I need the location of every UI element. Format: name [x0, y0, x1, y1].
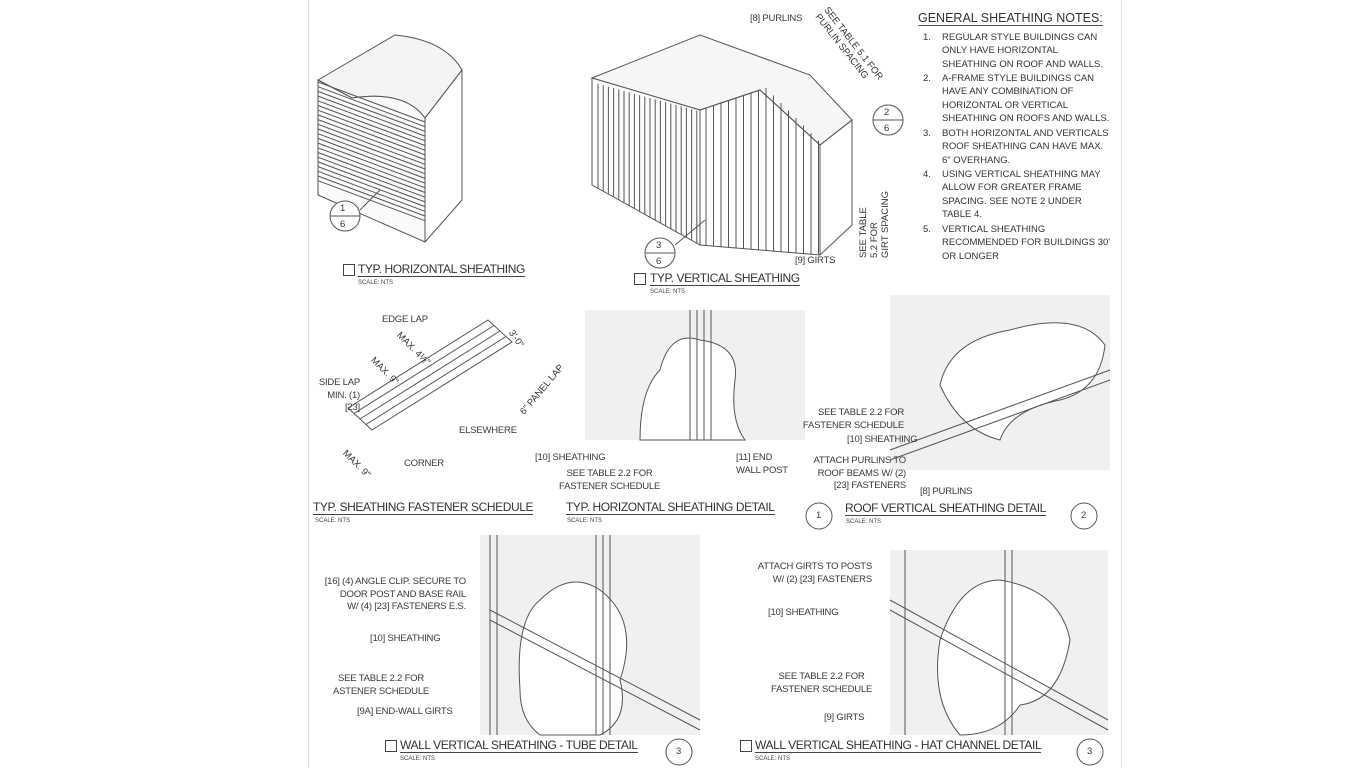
bubble-detail-number: 3: [656, 240, 662, 251]
scale-label: SCALE: NTS: [755, 756, 791, 762]
wall-panel-line: [317, 166, 426, 208]
elsewhere-label: ELSEWHERE: [459, 425, 517, 436]
view-title: TYP. HORIZONTAL SHEATHING: [358, 262, 525, 277]
wall-panel-line: [317, 95, 426, 137]
sheathing-label: [10] SHEATHING: [847, 434, 918, 445]
wall-panel-line: [317, 156, 426, 198]
wall-panel-line: [317, 170, 426, 212]
wall-panel-line: [317, 109, 426, 151]
bubble-sheet-number: 6: [340, 219, 346, 230]
end-wall-girts-label: [9A] END-WALL GIRTS: [357, 706, 453, 717]
view-title: WALL VERTICAL SHEATHING - HAT CHANNEL DE…: [755, 738, 1042, 753]
see-table-label: SEE TABLE 2.2 FOR ASTENER SCHEDULE: [333, 673, 430, 697]
edge-lap-label: EDGE LAP: [382, 314, 428, 325]
wall-panel-line: [317, 180, 426, 222]
view-checkbox: [634, 273, 646, 285]
wall-panel-line: [317, 100, 426, 142]
sheathing-label: [10] SHEATHING: [535, 452, 606, 463]
note-number: 2.: [923, 73, 931, 84]
ref-bubble-top: 2: [884, 107, 890, 118]
wall-panel-line: [317, 152, 426, 193]
attach-girts-label: ATTACH GIRTS TO POSTS W/ (2) [23] FASTEN…: [757, 561, 872, 585]
view-checkbox: [740, 740, 752, 752]
wall-panel-line: [317, 175, 426, 217]
view-checkbox: [343, 264, 355, 276]
scale-label: SCALE: NTS: [315, 518, 351, 524]
note-item: VERTICAL SHEATHING RECOMMENDED FOR BUILD…: [942, 224, 1111, 262]
girts-label: [9] GIRTS: [824, 712, 865, 723]
bubble-sheet-number: 6: [656, 256, 662, 267]
detail-bubble: 3: [676, 746, 682, 757]
detail-bubble: 1: [816, 510, 822, 521]
scale-label: SCALE: NTS: [846, 519, 882, 525]
wall-panel-line: [317, 142, 426, 184]
angle-clip-label: [16] (4) ANGLE CLIP. SECURE TO DOOR POST…: [324, 576, 467, 612]
note-number: 3.: [923, 128, 931, 139]
note-item: REGULAR STYLE BUILDINGS CAN ONLY HAVE HO…: [942, 32, 1103, 70]
corner-label: CORNER: [404, 458, 444, 469]
see-table-label: SEE TABLE 2.2 FOR FASTENER SCHEDULE: [559, 468, 661, 492]
wall-panel-line: [317, 147, 426, 189]
panel-edge-line: [359, 330, 501, 420]
view-title: TYP. SHEATHING FASTENER SCHEDULE: [313, 500, 534, 515]
scale-label: SCALE: NTS: [650, 289, 686, 295]
purlins-label: [8] PURLINS: [750, 13, 803, 24]
notes-title: GENERAL SHEATHING NOTES:: [918, 11, 1103, 26]
scale-label: SCALE: NTS: [400, 756, 436, 762]
wall-panel-line: [317, 123, 426, 165]
wall-panel-line: [317, 137, 426, 179]
sheathing-label: [10] SHEATHING: [370, 633, 441, 644]
note-number: 5.: [923, 224, 931, 235]
sheathing-label: [10] SHEATHING: [768, 607, 839, 618]
wall-panel-line: [317, 119, 426, 161]
wall-panel-line: [317, 86, 426, 128]
ref-bubble-bottom: 6: [884, 123, 890, 134]
detail-bubble: 2: [1081, 510, 1087, 521]
girts-label: [9] GIRTS: [795, 255, 836, 266]
note-item: A-FRAME STYLE BUILDINGS CAN HAVE ANY COM…: [942, 73, 1110, 125]
note-number: 1.: [923, 32, 931, 43]
purlins-label: [8] PURLINS: [920, 486, 973, 497]
view-title: TYP. HORIZONTAL SHEATHING DETAIL: [566, 500, 775, 515]
scale-label: SCALE: NTS: [567, 518, 603, 524]
fastener-panels: [347, 319, 513, 431]
view-title: ROOF VERTICAL SHEATHING DETAIL: [845, 501, 1046, 516]
detail-bubble: 3: [1087, 746, 1093, 757]
wall-panel-line: [317, 114, 426, 156]
wall-panel-line: [317, 128, 426, 170]
wall-panel-line: [317, 81, 426, 123]
wall-panel-line: [317, 161, 426, 203]
view-checkbox: [385, 740, 397, 752]
wall-panel-line: [317, 133, 426, 175]
panel-edge-line: [365, 336, 507, 425]
note-item: BOTH HORIZONTAL AND VERTICALS ROOF SHEAT…: [942, 128, 1109, 166]
attach-purlins-label: ATTACH PURLINS TO ROOF BEAMS W/ (2) [23]…: [813, 455, 907, 491]
scale-label: SCALE: NTS: [358, 280, 394, 286]
wall-panel-line: [317, 105, 426, 146]
bubble-detail-number: 1: [340, 203, 346, 214]
panel-edge-line: [353, 325, 495, 414]
wall-panel-line: [317, 90, 426, 132]
see-table-label: SEE TABLE 2.2 FOR FASTENER SCHEDULE: [771, 671, 873, 695]
note-number: 4.: [923, 169, 931, 180]
view-title: WALL VERTICAL SHEATHING - TUBE DETAIL: [400, 738, 638, 753]
horizontal-sheathing-building: [316, 34, 463, 243]
view-title: TYP. VERTICAL SHEATHING: [650, 271, 800, 286]
note-item: USING VERTICAL SHEATHING MAY ALLOW FOR G…: [942, 169, 1101, 221]
see-table-label: SEE TABLE 2.2 FOR FASTENER SCHEDULE: [802, 407, 904, 431]
vertical-sheathing-building: [590, 34, 853, 256]
side-lap-label: SIDE LAP MIN. (1) [23]: [318, 377, 360, 413]
end-wall-post-label: [11] END WALL POST: [736, 452, 788, 476]
girt-spacing-note: SEE TABLE 5.2 FOR GIRT SPACING: [858, 190, 891, 258]
